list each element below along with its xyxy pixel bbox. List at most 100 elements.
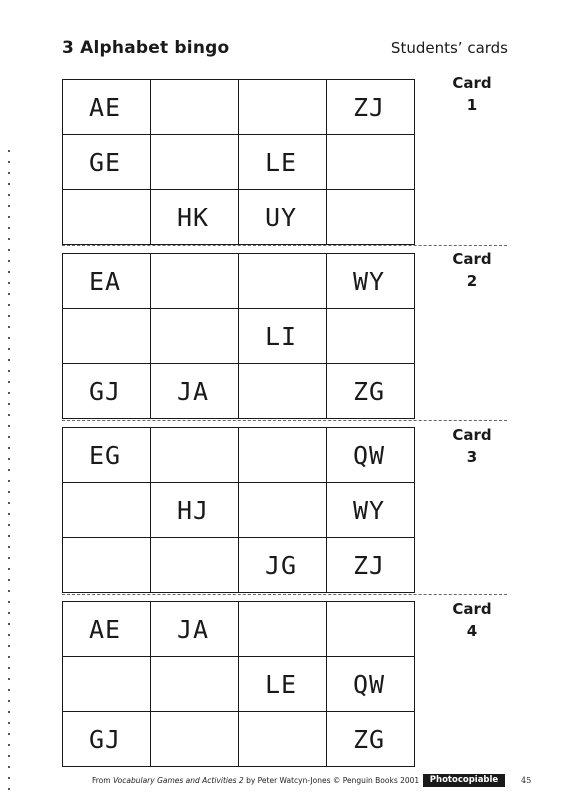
bingo-cell xyxy=(238,427,327,483)
footer-credit: From Vocabulary Games and Activities 2 b… xyxy=(92,776,419,785)
card-label-number: 1 xyxy=(466,96,478,114)
bingo-cell-text: AE xyxy=(89,92,122,122)
bingo-cell xyxy=(326,601,415,657)
bingo-cell: EG xyxy=(62,427,151,483)
bingo-cell xyxy=(150,79,239,135)
bingo-cell: JG xyxy=(238,537,327,593)
footer-prefix: From xyxy=(92,776,113,785)
footer-book-title: Vocabulary Games and Activities 2 xyxy=(112,776,244,785)
bingo-cell: JA xyxy=(150,363,239,419)
bingo-cell xyxy=(62,537,151,593)
bingo-cell xyxy=(150,427,239,483)
bingo-card-1: AE ZJ GE LE HK UY xyxy=(62,79,415,245)
bingo-row: LI xyxy=(62,308,415,364)
card-label-number: 4 xyxy=(466,622,478,640)
card-label-word: Card xyxy=(452,250,492,268)
card-label-1: Card 1 xyxy=(440,72,504,116)
bingo-cell: QW xyxy=(326,656,415,712)
bingo-cell: HK xyxy=(150,189,239,245)
page-header: 3 Alphabet bingo Students’ cards xyxy=(62,38,508,64)
bingo-cell-text: ZJ xyxy=(353,92,386,122)
page-edge-dots xyxy=(8,150,10,790)
bingo-row: LE QW xyxy=(62,656,415,712)
bingo-cell-text: ZG xyxy=(353,724,386,754)
bingo-cell-text: UY xyxy=(265,202,298,232)
bingo-cell-text: QW xyxy=(353,669,386,699)
bingo-row: GE LE xyxy=(62,134,415,190)
bingo-cell-text: HK xyxy=(177,202,210,232)
bingo-row: EA WY xyxy=(62,253,415,309)
bingo-cell-text: WY xyxy=(353,266,386,296)
bingo-row: AE ZJ xyxy=(62,79,415,135)
bingo-cell: GJ xyxy=(62,711,151,767)
bingo-grid: EA WY LI GJ JA ZG xyxy=(62,253,415,419)
bingo-cell-text: JA xyxy=(177,376,210,406)
bingo-cell: HJ xyxy=(150,482,239,538)
bingo-cell: LE xyxy=(238,134,327,190)
bingo-cell: ZG xyxy=(326,363,415,419)
bingo-cell: JA xyxy=(150,601,239,657)
page-number: 45 xyxy=(521,776,532,785)
bingo-row: GJ JA ZG xyxy=(62,363,415,419)
bingo-cell-text: LE xyxy=(265,147,298,177)
bingo-cell xyxy=(326,134,415,190)
bingo-cell-text: AE xyxy=(89,614,122,644)
bingo-row: AE JA xyxy=(62,601,415,657)
bingo-cell xyxy=(238,482,327,538)
bingo-cell: ZJ xyxy=(326,79,415,135)
bingo-cell-text: GE xyxy=(89,147,122,177)
card-label-word: Card xyxy=(452,426,492,444)
bingo-card-2: EA WY LI GJ JA ZG xyxy=(62,253,415,419)
bingo-cell-text: EA xyxy=(89,266,122,296)
bingo-cell: WY xyxy=(326,482,415,538)
card-label-3: Card 3 xyxy=(440,424,504,468)
bingo-cell: AE xyxy=(62,79,151,135)
page-subtitle: Students’ cards xyxy=(390,39,508,57)
bingo-cell: UY xyxy=(238,189,327,245)
bingo-cell-text: GJ xyxy=(89,724,122,754)
cut-line xyxy=(62,594,507,595)
bingo-cell xyxy=(150,134,239,190)
bingo-cell-text: ZG xyxy=(353,376,386,406)
bingo-cell: EA xyxy=(62,253,151,309)
bingo-cell xyxy=(150,711,239,767)
bingo-cell-text: JA xyxy=(177,614,210,644)
card-label-word: Card xyxy=(452,74,492,92)
bingo-cell xyxy=(150,308,239,364)
card-label-4: Card 4 xyxy=(440,598,504,642)
bingo-cell xyxy=(62,482,151,538)
bingo-cell: ZJ xyxy=(326,537,415,593)
bingo-cell: GJ xyxy=(62,363,151,419)
bingo-cell-text: ZJ xyxy=(353,550,386,580)
bingo-cell: LI xyxy=(238,308,327,364)
bingo-cell-text: HJ xyxy=(177,495,210,525)
bingo-row: HJ WY xyxy=(62,482,415,538)
bingo-cell xyxy=(238,711,327,767)
bingo-cell xyxy=(326,189,415,245)
bingo-row: JG ZJ xyxy=(62,537,415,593)
card-label-number: 3 xyxy=(466,448,478,466)
bingo-cell xyxy=(62,308,151,364)
bingo-cell-text: JG xyxy=(265,550,298,580)
bingo-cell xyxy=(150,537,239,593)
photocopiable-badge: Photocopiable xyxy=(423,774,505,787)
bingo-cell-text: GJ xyxy=(89,376,122,406)
card-label-word: Card xyxy=(452,600,492,618)
bingo-cell xyxy=(62,189,151,245)
bingo-cell-text: WY xyxy=(353,495,386,525)
bingo-cell-text: EG xyxy=(89,440,122,470)
bingo-card-4: AE JA LE QW GJ ZG xyxy=(62,601,415,767)
bingo-grid: AE JA LE QW GJ ZG xyxy=(62,601,415,767)
page-title: 3 Alphabet bingo xyxy=(62,38,230,58)
bingo-cell: GE xyxy=(62,134,151,190)
bingo-row: HK UY xyxy=(62,189,415,245)
bingo-cell: LE xyxy=(238,656,327,712)
bingo-cell xyxy=(238,601,327,657)
bingo-cell xyxy=(150,656,239,712)
bingo-cell xyxy=(62,656,151,712)
bingo-cell xyxy=(238,79,327,135)
